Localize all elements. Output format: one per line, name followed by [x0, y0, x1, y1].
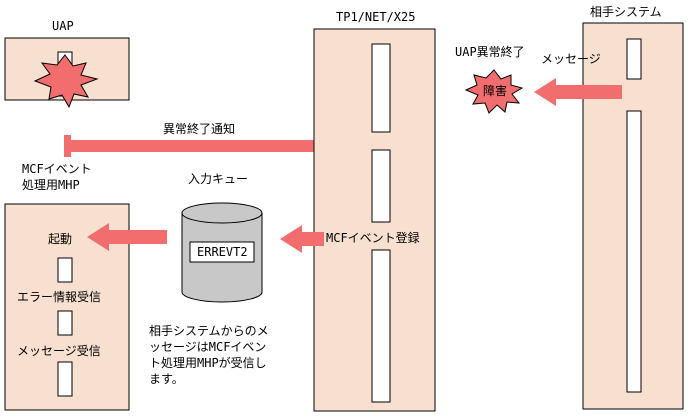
partner-slot-1 [626, 38, 642, 80]
uap-burst-icon [33, 54, 99, 109]
partner-slot-2 [626, 110, 642, 393]
errevt2-label: ERREVT2 [197, 245, 248, 259]
mhp-slot-1 [57, 257, 73, 283]
start-arrow [87, 223, 167, 251]
uap-group: UAP [4, 19, 130, 109]
message-arrow [534, 78, 622, 106]
register-arrow [280, 225, 324, 253]
errevt2-box [189, 241, 255, 263]
mhp-group: MCFイベント 処理用MHP 起動 エラー情報受信 メッセージ受信 [4, 162, 130, 411]
message-recv-label: メッセージ受信 [17, 344, 101, 358]
mhp-label-line2: 処理用MHP [22, 178, 80, 192]
note-group: 相手システムからのメ ッセージはMCFイベン ト処理用MHPが受信し ます。 [149, 324, 269, 386]
tp1-slot-3 [371, 249, 391, 403]
mhp-slot-2 [57, 310, 73, 336]
message-label: メッセージ [541, 52, 601, 66]
note-line-1: 相手システムからのメ [149, 324, 269, 338]
uap-label: UAP [52, 19, 74, 33]
queue-cylinder-top [181, 202, 263, 224]
abort-notice-group: 異常終了通知 [64, 121, 356, 159]
partner-label: 相手システム [590, 5, 662, 19]
tp1-group: TP1/NET/X25 MCFイベント登録 [313, 10, 436, 412]
uap-abort-label: UAP異常終了 [455, 44, 525, 59]
start-label: 起動 [48, 232, 72, 246]
mcf-event-register-label: MCFイベント登録 [326, 230, 420, 245]
tp1-label: TP1/NET/X25 [336, 10, 415, 24]
abort-notice-arrow [64, 133, 356, 159]
tp1-slot-1 [371, 43, 391, 133]
note-line-3: ト処理用MHPが受信し [149, 355, 267, 370]
note-line-2: ッセージはMCFイベン [149, 340, 266, 354]
fault-burst-icon [464, 69, 524, 114]
fault-label: 障害 [483, 83, 507, 98]
abort-notice-label: 異常終了通知 [163, 121, 235, 136]
tp1-slot-2 [371, 149, 391, 223]
mhp-slot-3 [57, 361, 73, 397]
input-queue-label: 入力キュー [188, 172, 248, 186]
note-line-4: ます。 [149, 372, 184, 386]
input-queue-group: 入力キュー ERREVT2 [181, 172, 263, 303]
mhp-label-line1: MCFイベント [22, 162, 92, 176]
error-info-recv-label: エラー情報受信 [17, 290, 101, 304]
fault-group: UAP異常終了 メッセージ 障害 [455, 44, 622, 114]
